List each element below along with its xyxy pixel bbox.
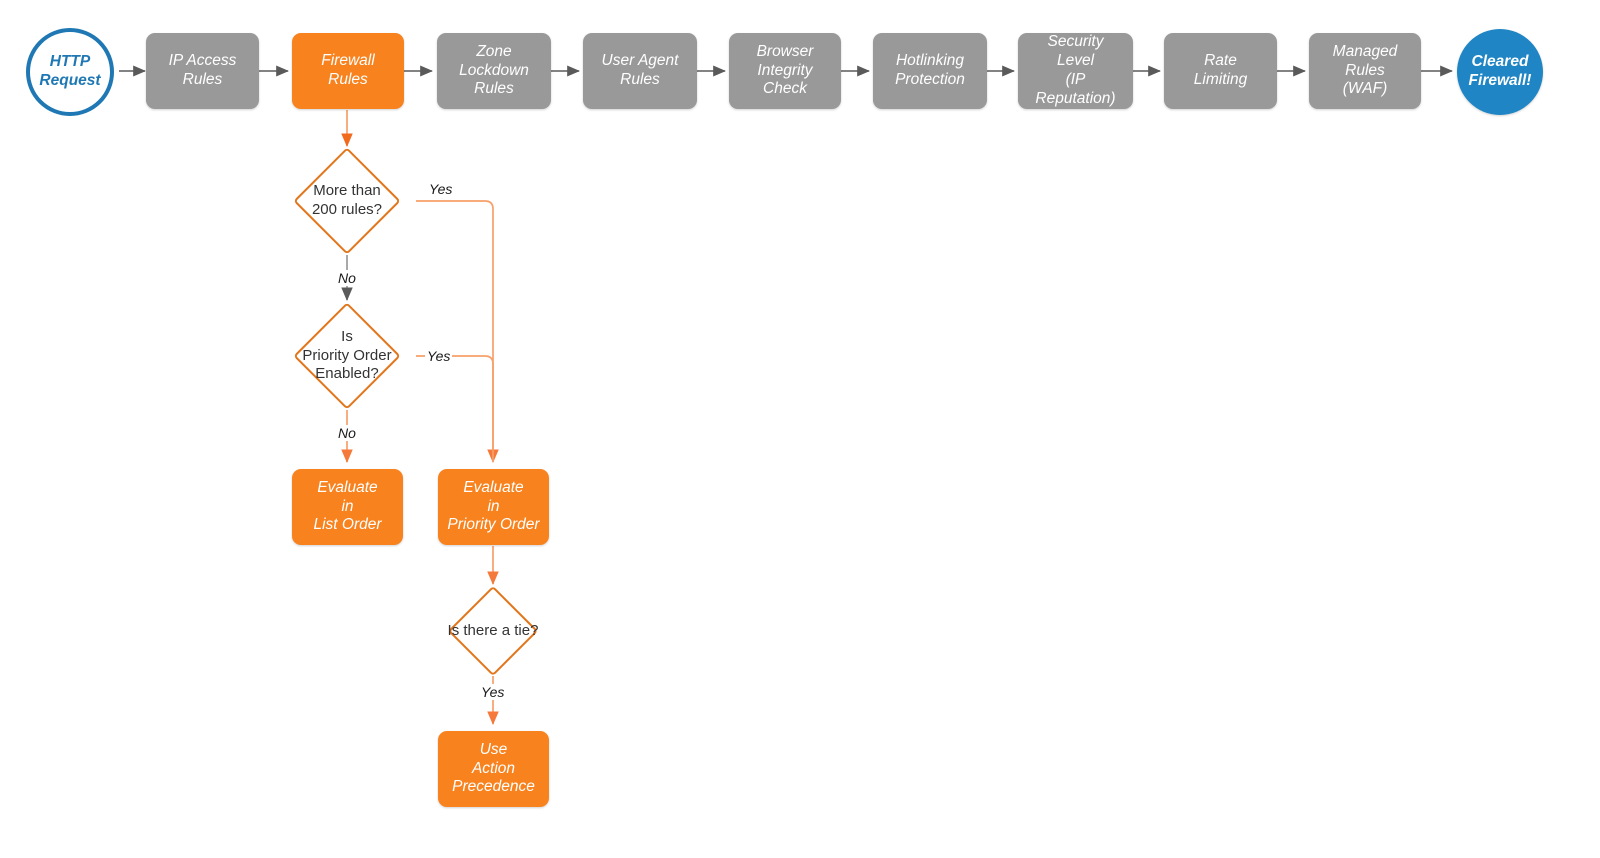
node-ip-access-rules-label: IP Access Rules bbox=[168, 52, 237, 88]
node-evaluate-list-order-label: Evaluate in List Order bbox=[313, 478, 382, 534]
decision-priority-order-enabled[interactable]: Is Priority Order Enabled? bbox=[277, 302, 417, 410]
node-managed-rules-waf-label: Managed Rules (WAF) bbox=[1332, 42, 1398, 98]
node-hotlinking-protection-label: Hotlinking Protection bbox=[895, 52, 965, 88]
edge-priority-yes bbox=[416, 355, 494, 462]
node-http-request[interactable]: HTTP Request bbox=[26, 28, 114, 116]
node-user-agent-rules-label: User Agent Rules bbox=[601, 52, 679, 88]
node-firewall-rules-label: Firewall Rules bbox=[321, 52, 375, 88]
node-hotlinking-protection[interactable]: Hotlinking Protection bbox=[873, 33, 987, 109]
node-zone-lockdown-rules[interactable]: Zone Lockdown Rules bbox=[437, 33, 551, 109]
edge-rulecount-yes bbox=[416, 200, 499, 464]
node-ip-access-rules[interactable]: IP Access Rules bbox=[146, 33, 259, 109]
node-evaluate-priority-order[interactable]: Evaluate in Priority Order bbox=[438, 469, 549, 545]
node-cleared-firewall[interactable]: Cleared Firewall! bbox=[1457, 29, 1543, 115]
node-evaluate-priority-order-label: Evaluate in Priority Order bbox=[447, 478, 540, 534]
node-evaluate-list-order[interactable]: Evaluate in List Order bbox=[292, 469, 403, 545]
node-zone-lockdown-rules-label: Zone Lockdown Rules bbox=[459, 42, 529, 98]
node-cleared-firewall-label: Cleared Firewall! bbox=[1468, 53, 1532, 89]
decision-is-there-a-tie-label: Is there a tie? bbox=[447, 621, 539, 639]
node-browser-integrity-check-label: Browser Integrity Check bbox=[756, 42, 814, 98]
edge-label-priority-no: No bbox=[336, 425, 358, 441]
node-browser-integrity-check[interactable]: Browser Integrity Check bbox=[729, 33, 841, 109]
decision-more-than-200-rules-label: More than 200 rules? bbox=[311, 182, 383, 218]
decision-more-than-200-rules[interactable]: More than 200 rules? bbox=[277, 147, 417, 255]
node-security-level-label: Security Level (IP Reputation) bbox=[1035, 33, 1116, 107]
node-use-action-precedence-label: Use Action Precedence bbox=[452, 740, 535, 796]
decision-is-there-a-tie[interactable]: Is there a tie? bbox=[423, 585, 563, 677]
node-http-request-label: HTTP Request bbox=[39, 53, 101, 89]
node-firewall-rules[interactable]: Firewall Rules bbox=[292, 33, 404, 109]
node-rate-limiting[interactable]: Rate Limiting bbox=[1164, 33, 1277, 109]
node-user-agent-rules[interactable]: User Agent Rules bbox=[583, 33, 697, 109]
edge-label-rulecount-no: No bbox=[336, 270, 358, 286]
edge-label-priority-yes: Yes bbox=[425, 348, 453, 364]
node-rate-limiting-label: Rate Limiting bbox=[1193, 52, 1248, 88]
edge-label-rulecount-yes: Yes bbox=[427, 181, 455, 197]
node-use-action-precedence[interactable]: Use Action Precedence bbox=[438, 731, 549, 807]
edge-label-tie-yes: Yes bbox=[479, 684, 507, 700]
node-managed-rules-waf[interactable]: Managed Rules (WAF) bbox=[1309, 33, 1421, 109]
node-security-level[interactable]: Security Level (IP Reputation) bbox=[1018, 33, 1133, 109]
decision-priority-order-enabled-label: Is Priority Order Enabled? bbox=[302, 327, 392, 383]
